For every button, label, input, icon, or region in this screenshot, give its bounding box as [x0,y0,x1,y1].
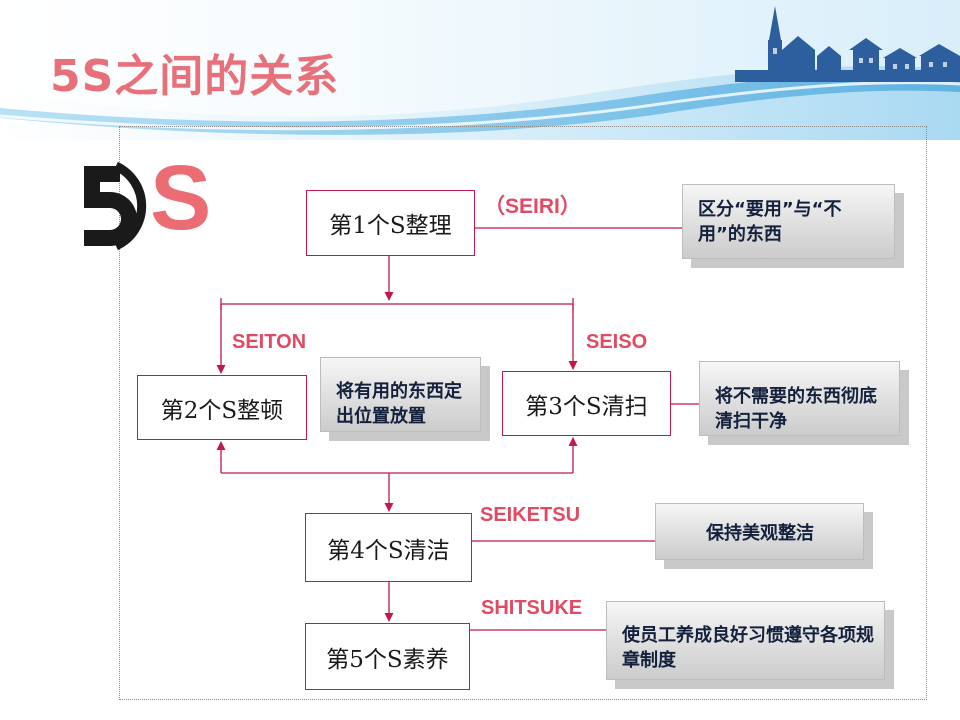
desc-box-seiri: 区分“要用”与“不用”的东西 [682,184,904,268]
step-box-seiri: 第1个S整理 [306,190,475,256]
code-label-shitsuke: SHITSUKE [481,597,583,619]
desc-text: 使员工养成良好习惯遵守各项规章制度 [622,625,874,671]
step-box-seiketsu: 第4个S清洁 [305,513,472,582]
desc-text: 区分“要用”与“不用”的东西 [698,199,842,245]
step-label: 第1个S整理 [329,213,452,239]
step-box-seiso: 第3个S清扫 [502,371,671,436]
code-label-seiso: SEISO [586,331,648,353]
logo-letter: S [150,147,212,249]
logo-digit: 5 [80,160,81,161]
desc-box-shitsuke: 使员工养成良好习惯遵守各项规章制度 [606,601,894,689]
desc-text: 将有用的东西定出位置放置 [336,381,462,427]
desc-box-seiso: 将不需要的东西彻底清扫干净 [699,361,909,445]
church-silhouette [735,6,960,82]
desc-text: 将不需要的东西彻底清扫干净 [715,386,877,432]
code-label-seiri: （SEIRI） [484,195,581,218]
desc-text: 保持美观整洁 [706,523,814,544]
step-label: 第5个S素养 [326,646,449,673]
code-label-seiketsu: SEIKETSU [480,504,581,526]
step-box-shitsuke: 第5个S素养 [305,623,470,690]
five-s-logo: 5 [80,160,147,250]
desc-box-seiton: 将有用的东西定出位置放置 [320,357,490,441]
code-label-seiton: SEITON [232,331,307,353]
content-frame [119,126,927,700]
step-label: 第3个S清扫 [525,393,648,420]
step-box-seiton: 第2个S整顿 [137,375,307,440]
slide-title: 5S之间的关系 [50,51,340,102]
desc-box-seiketsu: 保持美观整洁 [655,503,873,569]
step-label: 第2个S整顿 [160,397,284,424]
step-label: 第4个S清洁 [327,537,450,564]
